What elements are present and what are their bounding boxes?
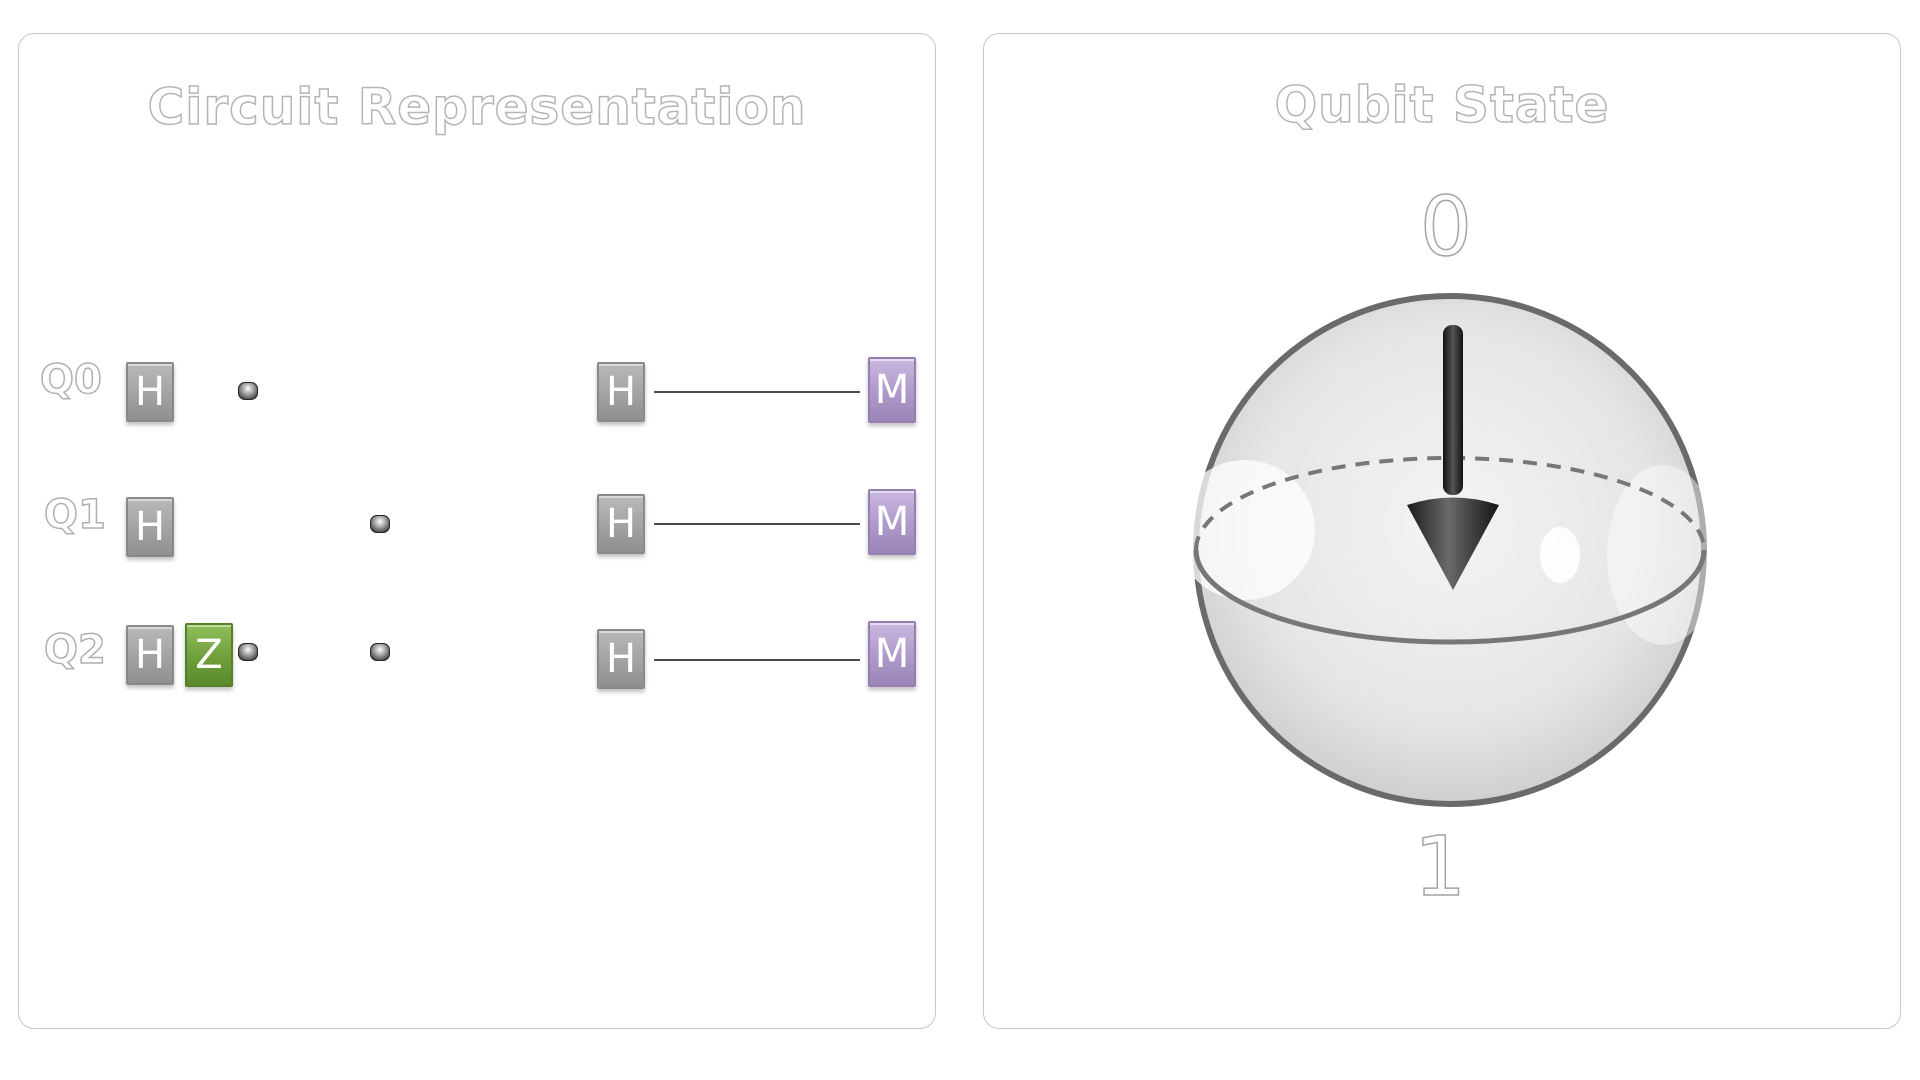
- qubit-wire-q2: [654, 659, 860, 661]
- state-label-one: 1: [1413, 819, 1467, 916]
- sphere-highlight: [1185, 460, 1315, 600]
- qubit-wire-q1: [654, 523, 860, 525]
- state-label-zero: 0: [1419, 179, 1473, 276]
- qubit-label-q2: Q2: [43, 626, 106, 674]
- equator-front: [1193, 549, 1707, 645]
- control-dot-icon: [238, 643, 258, 661]
- sphere-highlight: [1540, 527, 1580, 583]
- gate-h-q0-first[interactable]: H: [126, 362, 174, 422]
- gate-measure-q0[interactable]: M: [868, 357, 916, 423]
- gate-h-q0-second[interactable]: H: [597, 362, 645, 422]
- gate-h-q2-second[interactable]: H: [597, 629, 645, 689]
- qubit-wire-q0: [654, 391, 860, 393]
- control-dot-icon: [370, 515, 390, 533]
- gate-h-q1-second[interactable]: H: [597, 494, 645, 554]
- control-dot-icon: [370, 643, 390, 661]
- gate-h-q2-first[interactable]: H: [126, 625, 174, 685]
- state-arrow-shaft: [1443, 325, 1463, 495]
- gate-measure-q2[interactable]: M: [868, 621, 916, 687]
- qubit-label-q1: Q1: [43, 491, 106, 539]
- state-arrow-head-icon: [1407, 497, 1499, 590]
- control-dot-icon: [238, 382, 258, 400]
- qubit-state-panel-title: Qubit State: [1274, 75, 1610, 135]
- circuit-panel-title: Circuit Representation: [147, 77, 807, 137]
- qubit-label-q0: Q0: [39, 356, 102, 404]
- gate-h-q1-first[interactable]: H: [126, 497, 174, 557]
- sphere-highlight: [1607, 465, 1715, 645]
- gate-measure-q1[interactable]: M: [868, 489, 916, 555]
- equator-back: [1194, 456, 1706, 551]
- bloch-sphere: [1185, 293, 1715, 807]
- gate-z-q2[interactable]: Z: [185, 623, 233, 687]
